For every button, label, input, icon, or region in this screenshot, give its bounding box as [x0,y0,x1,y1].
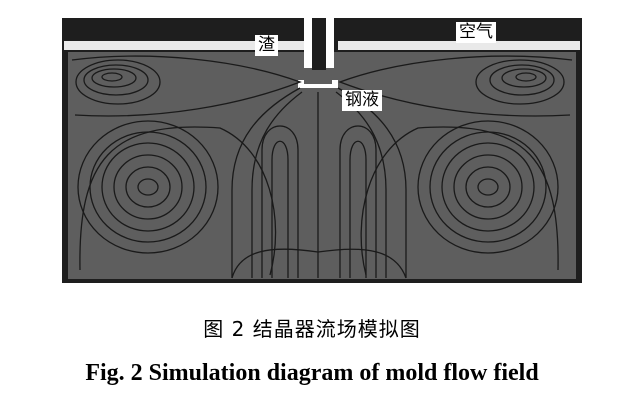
lower-left-vortex [77,120,277,276]
slag-layer-left [64,41,304,50]
steel-domain [68,52,576,279]
air-label: 空气 [456,22,496,43]
nozzle-bore [312,18,326,70]
figure-caption-english: Fig. 2 Simulation diagram of mold flow f… [85,360,539,386]
slag-label: 渣 [255,35,278,56]
upper-right-vortex [338,55,573,117]
upper-left-vortex [71,55,302,117]
lower-right-vortex [360,120,559,276]
nozzle-outlet [298,80,338,88]
figure-caption-chinese: 图 2 结晶器流场模拟图 [203,317,421,341]
molten-steel-label: 钢液 [342,90,382,111]
slag-layer-right [338,41,580,50]
